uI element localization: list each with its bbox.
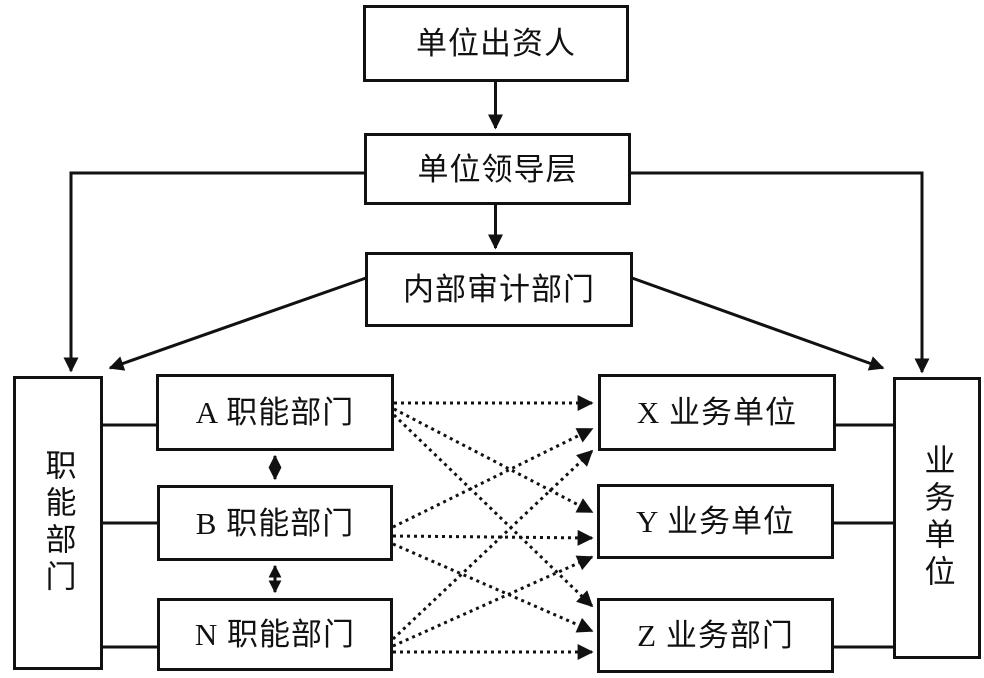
dotted-a-to-z (392, 413, 594, 608)
node-investor: 单位出资人 (363, 5, 629, 82)
dotted-n-to-x (391, 449, 594, 641)
node-internal-audit: 内部审计部门 (365, 252, 633, 327)
arrow-audit-to-business-group (631, 276, 885, 371)
dotted-arrows (391, 395, 594, 660)
arrow-audit-to-functional-group (108, 276, 367, 371)
solid-arrows (63, 82, 930, 374)
dotted-b-to-y (392, 529, 594, 546)
node-func-dept-a: A 职能部门 (156, 374, 394, 451)
node-biz-dept-z: Z 业务部门 (597, 598, 834, 673)
node-func-dept-n: N 职能部门 (157, 598, 393, 671)
node-biz-unit-y: Y 业务单位 (597, 484, 834, 559)
node-business-group: 业务单位 (893, 377, 981, 659)
dotted-n-to-y (392, 555, 594, 648)
node-leadership: 单位领导层 (364, 133, 631, 205)
arrow-leadership-to-functional-group (63, 171, 364, 373)
node-functional-group: 职能部门 (13, 376, 103, 670)
node-func-dept-b: B 职能部门 (157, 485, 393, 561)
dotted-b-to-z (392, 542, 594, 633)
node-biz-unit-x: X 业务单位 (598, 374, 836, 451)
dotted-b-to-x (392, 427, 594, 529)
dotted-a-to-y (393, 407, 594, 514)
arrow-leadership-to-business-group (630, 171, 930, 374)
group-connector-lines (101, 423, 894, 649)
